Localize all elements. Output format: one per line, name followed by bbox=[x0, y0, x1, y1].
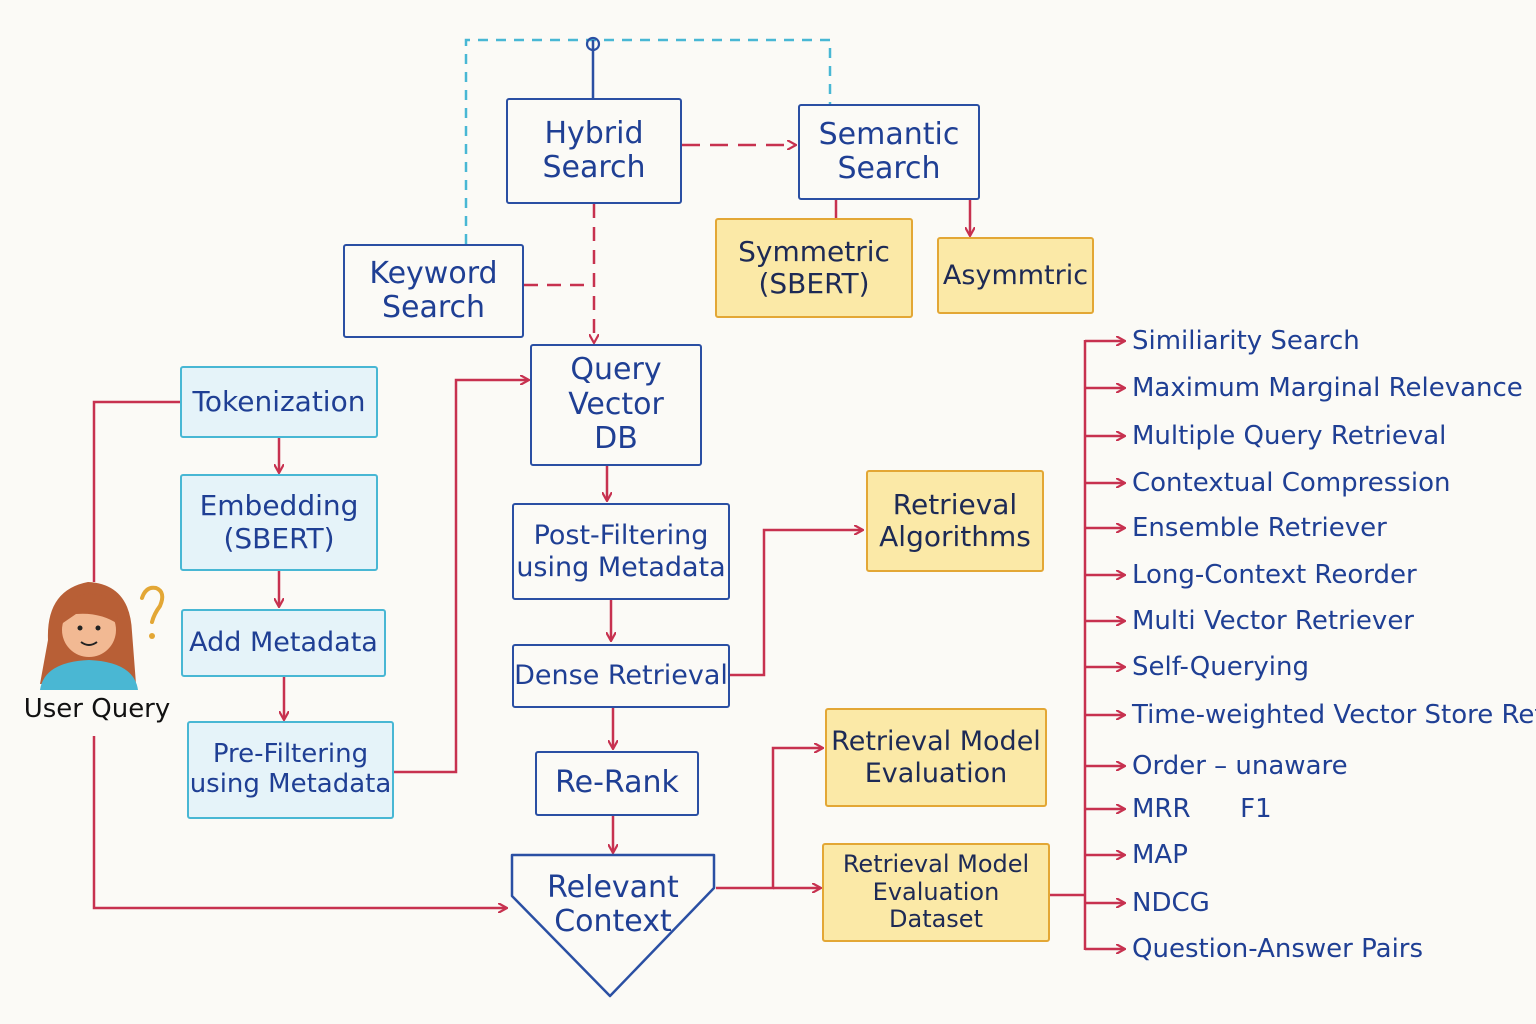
algorithm-item: MRR F1 bbox=[1132, 794, 1272, 824]
dashed-hybrid-link bbox=[464, 38, 832, 244]
algorithm-item: Maximum Marginal Relevance bbox=[1132, 373, 1523, 403]
dense-retrieval-node[interactable]: Dense Retrieval bbox=[512, 644, 730, 708]
algorithm-item: Self-Querying bbox=[1132, 652, 1310, 682]
algorithm-item: Long-Context Reorder bbox=[1132, 560, 1417, 590]
retrieval-model-evaluation-node[interactable]: Retrieval Model Evaluation bbox=[825, 708, 1047, 807]
pre-filtering-node[interactable]: Pre-Filtering using Metadata bbox=[187, 721, 394, 819]
algorithm-item: Question-Answer Pairs bbox=[1132, 934, 1424, 964]
post-filtering-node[interactable]: Post-Filtering using Metadata bbox=[512, 503, 730, 600]
add-metadata-node[interactable]: Add Metadata bbox=[181, 609, 386, 677]
algorithm-item: Similiarity Search bbox=[1132, 326, 1360, 356]
asymmetric-node[interactable]: Asymmtric bbox=[937, 237, 1094, 314]
algorithm-item: Multiple Query Retrieval bbox=[1132, 421, 1447, 451]
algorithm-item: NDCG bbox=[1132, 888, 1210, 918]
semantic-search-node[interactable]: Semantic Search bbox=[798, 104, 980, 200]
embedding-sbert-node[interactable]: Embedding (SBERT) bbox=[180, 474, 378, 571]
retrieval-model-evaluation-dataset-node[interactable]: Retrieval Model Evaluation Dataset bbox=[822, 843, 1050, 942]
bracket-arrows bbox=[1085, 341, 1124, 949]
person-avatar-icon bbox=[40, 582, 138, 690]
arrow-user-relevant bbox=[92, 736, 506, 908]
algorithm-item: Multi Vector Retriever bbox=[1132, 606, 1415, 636]
symmetric-sbert-node[interactable]: Symmetric (SBERT) bbox=[715, 218, 913, 318]
hybrid-search-node[interactable]: Hybrid Search bbox=[506, 98, 682, 204]
algorithm-item: Contextual Compression bbox=[1132, 468, 1451, 498]
arrow-relevant-evaluation bbox=[716, 748, 822, 890]
question-mark-icon bbox=[140, 585, 165, 639]
algorithm-item: Ensemble Retriever bbox=[1132, 513, 1387, 543]
tokenization-node[interactable]: Tokenization bbox=[180, 366, 378, 438]
line-user-tokenization bbox=[92, 400, 180, 582]
relevant-context-shape bbox=[510, 853, 716, 998]
algorithm-item: Time-weighted Vector Store Ret. bbox=[1132, 700, 1536, 730]
hybrid-top-knot bbox=[585, 36, 601, 52]
algorithm-item: MAP bbox=[1132, 840, 1188, 870]
algorithm-item: Order – unaware bbox=[1132, 751, 1348, 781]
keyword-search-node[interactable]: Keyword Search bbox=[343, 244, 524, 338]
re-rank-node[interactable]: Re-Rank bbox=[535, 751, 699, 816]
user-query-label: User Query bbox=[23, 694, 171, 724]
arrow-prefilter-query bbox=[394, 380, 528, 774]
retrieval-algorithms-node[interactable]: Retrieval Algorithms bbox=[866, 470, 1044, 572]
arrow-dense-algorithms bbox=[730, 530, 862, 677]
query-vector-db-node[interactable]: Query Vector DB bbox=[530, 344, 702, 466]
relevant-context-node[interactable]: Relevant Context bbox=[547, 869, 679, 939]
